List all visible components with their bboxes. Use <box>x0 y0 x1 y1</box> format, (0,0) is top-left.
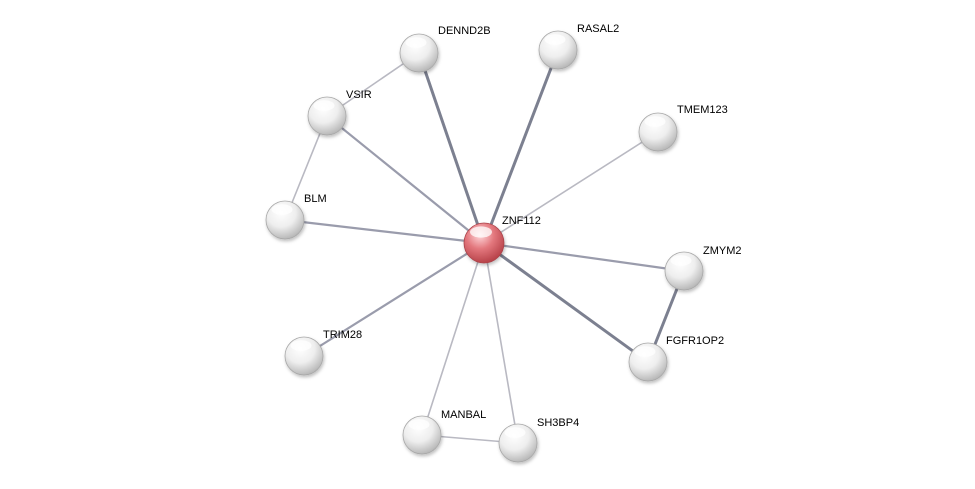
edge-znf112-manbal <box>421 242 485 436</box>
node-zmym2[interactable]: ZMYM2 <box>664 245 742 291</box>
node-vsir[interactable]: VSIR <box>307 89 372 136</box>
edge-znf112-dennd2b <box>417 51 486 245</box>
node-label-znf112: ZNF112 <box>502 215 541 227</box>
node-label-vsir: VSIR <box>346 89 372 101</box>
node-highlight-rasal2 <box>544 34 566 45</box>
node-highlight-vsir <box>313 100 335 111</box>
node-label-trim28: TRIM28 <box>323 329 362 341</box>
node-label-tmem123: TMEM123 <box>677 104 728 116</box>
node-label-dennd2b: DENND2B <box>438 25 491 37</box>
node-dennd2b[interactable]: DENND2B <box>399 25 491 73</box>
node-label-rasal2: RASAL2 <box>577 23 619 35</box>
edge-znf112-fgfr1op2 <box>482 241 650 364</box>
node-highlight-blm <box>271 204 293 215</box>
node-highlight-fgfr1op2 <box>634 346 656 357</box>
edge-znf112-rasal2 <box>482 48 560 245</box>
node-tmem123[interactable]: TMEM123 <box>638 104 728 152</box>
edge-znf112-trim28 <box>302 241 486 358</box>
node-highlight-trim28 <box>290 340 312 351</box>
node-trim28[interactable]: TRIM28 <box>284 329 362 376</box>
node-label-blm: BLM <box>304 193 327 205</box>
node-highlight-manbal <box>408 419 430 430</box>
node-blm[interactable]: BLM <box>265 193 327 240</box>
node-label-fgfr1op2: FGFR1OP2 <box>666 335 724 347</box>
node-highlight-zmym2 <box>670 255 692 266</box>
node-fgfr1op2[interactable]: FGFR1OP2 <box>628 335 724 382</box>
edge-znf112-zmym2 <box>482 241 686 273</box>
node-rasal2[interactable]: RASAL2 <box>538 23 619 70</box>
node-manbal[interactable]: MANBAL <box>402 409 486 455</box>
node-highlight-tmem123 <box>644 116 666 127</box>
node-highlight-znf112 <box>470 226 492 238</box>
node-highlight-sh3bp4 <box>504 427 526 438</box>
node-sh3bp4[interactable]: SH3BP4 <box>498 417 579 463</box>
edge-znf112-blm <box>283 218 486 245</box>
edge-znf112-tmem123 <box>483 131 659 244</box>
node-label-sh3bp4: SH3BP4 <box>537 417 579 429</box>
node-highlight-dennd2b <box>405 37 427 48</box>
edge-znf112-sh3bp4 <box>483 242 519 444</box>
node-znf112[interactable]: ZNF112 <box>463 215 541 264</box>
node-label-manbal: MANBAL <box>441 409 486 421</box>
node-label-zmym2: ZMYM2 <box>703 245 742 257</box>
edge-znf112-vsir <box>325 114 486 245</box>
